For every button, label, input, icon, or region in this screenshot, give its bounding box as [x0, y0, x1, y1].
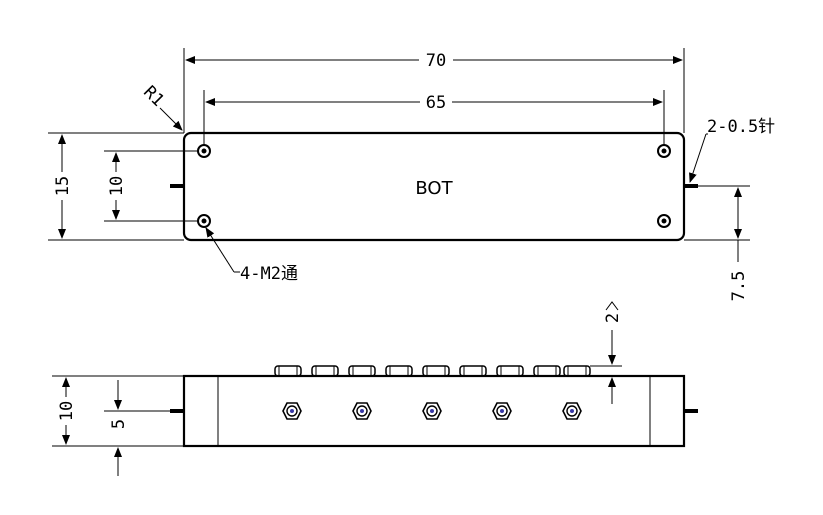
dim-hole-pitch-x-value: 65: [426, 93, 446, 113]
dim-pin-height-value: 5: [109, 419, 129, 429]
module-label: BOT: [415, 178, 453, 199]
connector-front: [282, 402, 302, 420]
dimension-length: 70: [183, 48, 685, 133]
connector-row-front: [282, 402, 582, 420]
dim-width-value: 15: [53, 176, 73, 196]
top-view: BOT 70 65 R1 15: [48, 48, 775, 301]
dimension-hole-pitch-y: 10: [104, 150, 198, 222]
connector-front: [492, 402, 512, 420]
connector-top: [422, 365, 450, 377]
dimension-connector: 2: [590, 301, 623, 404]
hole-note-text: 4-M2通: [240, 264, 298, 284]
dim-height-value: 10: [57, 401, 77, 421]
connector-top: [385, 365, 413, 377]
connector-top: [459, 365, 487, 377]
connector-front: [422, 402, 442, 420]
dim-connector-value: 2: [603, 313, 623, 323]
mounting-hole: [197, 214, 211, 228]
connector-front: [352, 402, 372, 420]
connector-top: [533, 365, 561, 377]
dimension-pin-height: 5: [104, 380, 170, 476]
mounting-hole: [657, 144, 671, 158]
connector-row-top: [274, 365, 591, 377]
side-view: 10 5 2: [52, 301, 698, 476]
dimension-hole-pitch-x: 65: [203, 90, 665, 145]
pin-note-text: 2-0.5针: [707, 117, 775, 137]
pin-note: 2-0.5针: [689, 117, 775, 183]
corner-radius-text: R1: [139, 82, 168, 111]
connector-top: [563, 365, 591, 377]
dim-hole-pitch-y-value: 10: [107, 176, 127, 196]
dimension-width: 15: [48, 132, 184, 241]
connector-top: [496, 365, 524, 377]
mounting-hole: [657, 214, 671, 228]
connector-top: [311, 365, 339, 377]
dimension-pin-offset: 7.5: [684, 185, 750, 302]
hole-note: 4-M2通: [205, 227, 298, 284]
connector-front: [562, 402, 582, 420]
corner-radius-note: R1: [139, 82, 183, 131]
dim-length-value: 70: [426, 51, 446, 71]
connector-top: [274, 365, 302, 377]
connector-top: [348, 365, 376, 377]
dimension-height: 10: [52, 375, 184, 447]
dim-pin-offset-value: 7.5: [729, 271, 749, 302]
mounting-hole: [197, 144, 211, 158]
